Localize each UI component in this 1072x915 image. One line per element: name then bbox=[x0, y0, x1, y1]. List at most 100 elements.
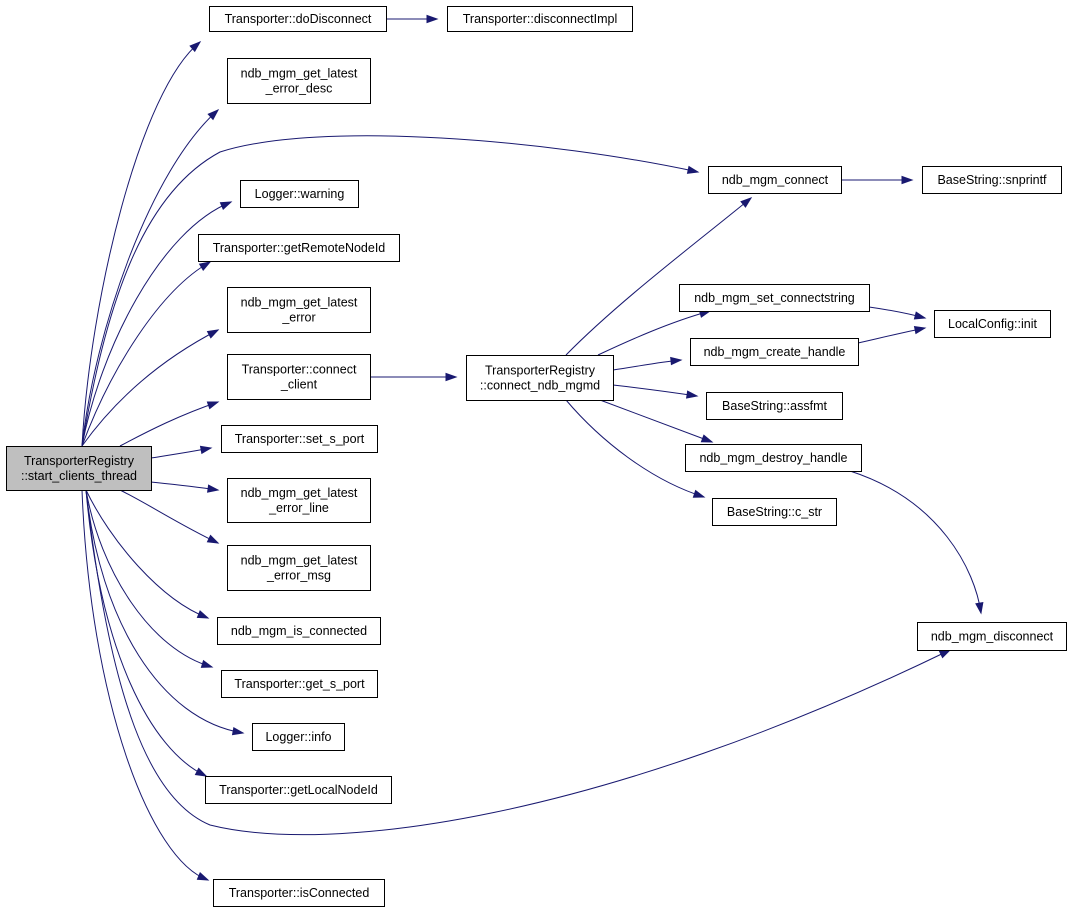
arrowhead bbox=[231, 726, 245, 736]
node-box bbox=[198, 234, 400, 262]
edge-start_clients_thread-to-get_s_port bbox=[85, 489, 214, 668]
node-destroy_handle[interactable]: ndb_mgm_destroy_handle bbox=[685, 444, 862, 472]
node-label: ndb_mgm_get_latest bbox=[241, 486, 358, 500]
node-connect_ndb_mgmd[interactable]: TransporterRegistry::connect_ndb_mgmd bbox=[466, 355, 614, 401]
arrowhead bbox=[219, 201, 233, 211]
node-disconnectImpl[interactable]: Transporter::disconnectImpl bbox=[447, 6, 633, 32]
node-box bbox=[227, 287, 371, 333]
arrowhead bbox=[686, 165, 700, 174]
node-box bbox=[922, 166, 1062, 194]
node-label: Transporter::set_s_port bbox=[235, 432, 365, 446]
edge-start_clients_thread-to-set_s_port bbox=[150, 445, 213, 459]
edge-line bbox=[612, 384, 698, 397]
edge-doDisconnect-to-disconnectImpl bbox=[386, 14, 439, 24]
node-connect_client[interactable]: Transporter::connect_client bbox=[227, 354, 371, 400]
arrowhead bbox=[426, 14, 439, 24]
arrowhead bbox=[200, 659, 214, 668]
edge-connect_ndb_mgmd-to-c_str bbox=[565, 399, 706, 498]
node-box bbox=[205, 776, 392, 804]
node-label: _error_msg bbox=[266, 569, 331, 583]
node-label: ndb_mgm_disconnect bbox=[931, 630, 1054, 644]
node-get_latest_error_msg[interactable]: ndb_mgm_get_latest_error_msg bbox=[227, 545, 371, 591]
node-get_s_port[interactable]: Transporter::get_s_port bbox=[221, 670, 378, 698]
node-label: Transporter::disconnectImpl bbox=[463, 12, 617, 26]
node-label: BaseString::snprintf bbox=[937, 173, 1047, 187]
arrowhead bbox=[975, 601, 984, 615]
node-doDisconnect[interactable]: Transporter::doDisconnect bbox=[209, 6, 387, 32]
edge-line bbox=[85, 489, 244, 734]
node-label: ndb_mgm_get_latest bbox=[241, 554, 358, 568]
arrowhead bbox=[445, 372, 458, 382]
node-label: TransporterRegistry bbox=[485, 364, 596, 378]
node-label: Logger::warning bbox=[255, 187, 345, 201]
node-ndb_mgm_connect[interactable]: ndb_mgm_connect bbox=[708, 166, 842, 194]
edge-create_handle-to-localconfig_init bbox=[857, 325, 927, 344]
node-assfmt[interactable]: BaseString::assfmt bbox=[706, 392, 843, 420]
arrowhead bbox=[196, 872, 210, 881]
edge-line bbox=[85, 489, 951, 836]
arrowhead bbox=[206, 534, 220, 544]
arrowhead bbox=[198, 261, 212, 271]
edge-start_clients_thread-to-get_latest_error_line bbox=[150, 481, 220, 493]
edge-line bbox=[849, 470, 982, 614]
node-get_latest_error_line[interactable]: ndb_mgm_get_latest_error_line bbox=[227, 478, 371, 523]
node-logger_warning[interactable]: Logger::warning bbox=[240, 180, 359, 208]
node-label: ndb_mgm_destroy_handle bbox=[699, 451, 847, 465]
edge-start_clients_thread-to-isConnected bbox=[81, 489, 210, 881]
node-isConnected[interactable]: Transporter::isConnected bbox=[213, 879, 385, 907]
edge-line bbox=[81, 201, 232, 447]
edge-start_clients_thread-to-doDisconnect bbox=[81, 41, 202, 447]
node-box bbox=[712, 498, 837, 526]
node-start_clients_thread[interactable]: TransporterRegistry::start_clients_threa… bbox=[6, 446, 152, 491]
node-label: _error_line bbox=[268, 501, 329, 515]
arrowhead bbox=[740, 197, 753, 208]
node-is_connected[interactable]: ndb_mgm_is_connected bbox=[217, 617, 381, 645]
node-label: ::connect_ndb_mgmd bbox=[480, 379, 600, 393]
arrowhead bbox=[938, 649, 952, 659]
node-label: _client bbox=[280, 378, 318, 392]
arrowhead bbox=[207, 108, 220, 121]
arrowhead bbox=[913, 325, 927, 335]
node-box bbox=[934, 310, 1051, 338]
arrowhead bbox=[700, 434, 714, 443]
node-label: ::start_clients_thread bbox=[21, 469, 137, 483]
node-localconfig_init[interactable]: LocalConfig::init bbox=[934, 310, 1051, 338]
node-logger_info[interactable]: Logger::info bbox=[252, 723, 345, 751]
edge-line bbox=[81, 489, 209, 881]
node-label: ndb_mgm_get_latest bbox=[241, 67, 358, 81]
edges-layer bbox=[81, 14, 984, 881]
node-getLocalNodeId[interactable]: Transporter::getLocalNodeId bbox=[205, 776, 392, 804]
edge-line bbox=[85, 489, 213, 668]
node-label: TransporterRegistry bbox=[24, 454, 135, 468]
edge-line bbox=[119, 489, 219, 544]
node-label: Transporter::isConnected bbox=[229, 886, 370, 900]
node-get_latest_error[interactable]: ndb_mgm_get_latest_error bbox=[227, 287, 371, 333]
node-box bbox=[209, 6, 387, 32]
arrowhead bbox=[207, 484, 220, 493]
node-box bbox=[706, 392, 843, 420]
edge-start_clients_thread-to-logger_info bbox=[85, 489, 245, 736]
edge-line bbox=[85, 489, 207, 777]
node-snprintf[interactable]: BaseString::snprintf bbox=[922, 166, 1062, 194]
node-label: _error_desc bbox=[265, 82, 333, 96]
node-set_connectstring[interactable]: ndb_mgm_set_connectstring bbox=[679, 284, 870, 312]
node-box bbox=[917, 622, 1067, 651]
node-box bbox=[240, 180, 359, 208]
node-c_str[interactable]: BaseString::c_str bbox=[712, 498, 837, 526]
node-getRemoteNodeId[interactable]: Transporter::getRemoteNodeId bbox=[198, 234, 400, 262]
edge-line bbox=[565, 399, 705, 498]
node-get_latest_error_desc[interactable]: ndb_mgm_get_latest_error_desc bbox=[227, 58, 371, 104]
node-box bbox=[217, 617, 381, 645]
node-create_handle[interactable]: ndb_mgm_create_handle bbox=[690, 338, 859, 366]
node-ndb_mgm_disconnect[interactable]: ndb_mgm_disconnect bbox=[917, 622, 1067, 651]
node-box bbox=[227, 478, 371, 523]
node-label: ndb_mgm_create_handle bbox=[704, 345, 846, 359]
edge-line bbox=[597, 310, 711, 356]
edge-destroy_handle-to-ndb_mgm_disconnect bbox=[849, 470, 984, 615]
edge-start_clients_thread-to-ndb_mgm_disconnect bbox=[85, 489, 952, 836]
edge-connect_ndb_mgmd-to-destroy_handle bbox=[599, 399, 714, 443]
node-label: BaseString::c_str bbox=[727, 505, 822, 519]
node-set_s_port[interactable]: Transporter::set_s_port bbox=[221, 425, 378, 453]
edge-ndb_mgm_connect-to-snprintf bbox=[841, 175, 914, 185]
edge-line bbox=[81, 109, 219, 447]
